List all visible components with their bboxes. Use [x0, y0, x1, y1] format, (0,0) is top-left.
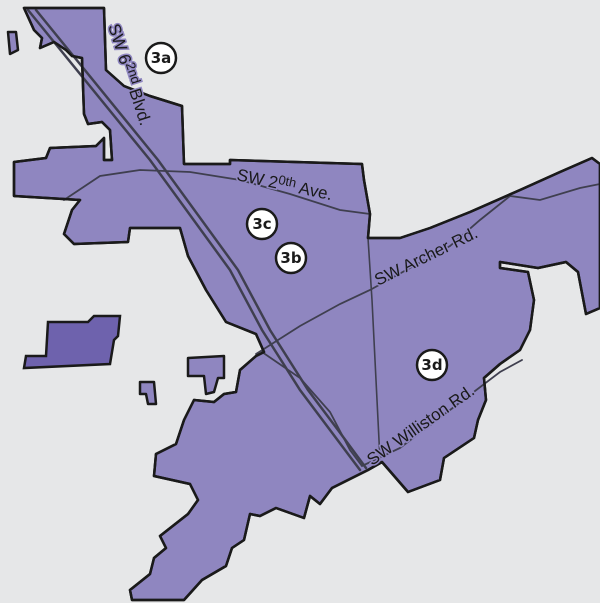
svg-text:3d: 3d [421, 356, 442, 374]
parcel-west-edge [6, 30, 20, 56]
district-main-outline [12, 6, 600, 602]
parcel-small-square [138, 380, 158, 406]
district-badge-3d: 3d [415, 348, 449, 382]
district-badge-3a: 3a [144, 41, 178, 75]
road-interstate-b [34, 8, 368, 470]
parcel-west-dark [22, 314, 122, 370]
svg-text:3c: 3c [252, 215, 271, 233]
parcel-small-center [186, 354, 226, 396]
road-sw-20th-line [63, 169, 371, 215]
svg-text:3a: 3a [151, 49, 172, 67]
road-sw-archer-line [255, 183, 600, 355]
svg-text:3b: 3b [280, 249, 301, 267]
district-badge-3b: 3b [274, 241, 308, 275]
roads [26, 8, 600, 472]
road-interstate-a [26, 8, 362, 472]
road-sw-williston-line [261, 351, 523, 468]
district-badge-3c: 3c [245, 207, 279, 241]
road-sw-34th-line [367, 237, 381, 461]
